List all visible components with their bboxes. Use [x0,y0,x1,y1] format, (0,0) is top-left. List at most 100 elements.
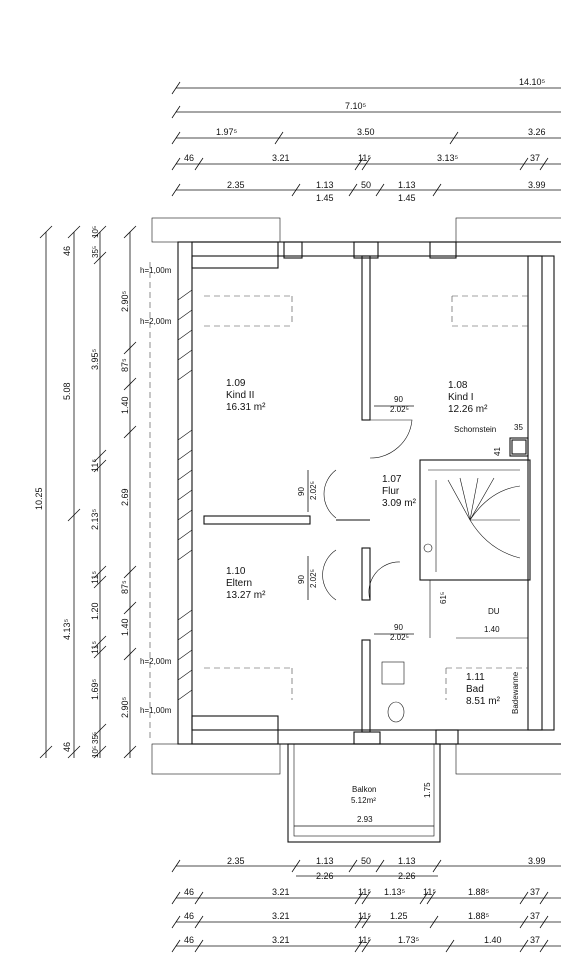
height-labels: h=1,00m h=2,00m h=2,00m h=1,00m [140,262,172,740]
dim-bot-r4-a: 46 [184,911,194,921]
dim-bot-r5-e: 1.40 [484,935,502,945]
dim-left-bot-small-a: 10⁵ [91,746,100,758]
dim-top-r4-b: 3.21 [272,153,290,163]
dim-left-mid-a: 5.08 [62,382,72,400]
dim-left-in-g: 1.69⁵ [90,678,100,700]
door2-width: 90 [297,487,306,496]
dim-left-top-small-a: 35⁵ [91,246,100,258]
dim-bot-r1-d: 1.13 [398,856,416,866]
door4-height: 2.02⁵ [390,633,409,642]
dim-win-f: 1.40 [120,618,130,636]
room-area: 16.31 m² [226,402,266,413]
building [151,217,561,775]
dim-bot-r1-e: 3.99 [528,856,546,866]
dim-bot-r4-e: 1.88⁵ [468,911,490,921]
shower-dim: 61⁵ [439,592,448,604]
dim-top-r4-c: 11⁵ [358,153,371,163]
dim-left-in-f: 11⁵ [90,641,100,654]
room-area: 8.51 m² [466,696,501,707]
dim-bot-r4-f: 37 [530,911,540,921]
dim-bot-r5-a: 46 [184,935,194,945]
height-label-3: h=2,00m [140,657,172,666]
dim-bot-r2-a: 2.26 [316,871,334,881]
dim-bot-r4-c: 11⁵ [358,911,371,921]
dim-left-46-bot: 46 [62,742,72,752]
dim-bot-r3-e: 11⁵ [423,887,436,897]
dim-win-g: 2.90⁵ [120,696,130,718]
door-dimensions: 90 2.02⁵ 90 2.02⁵ 90 2.02⁵ 90 2.02⁵ [297,395,414,642]
height-label-1: h=1,00m [140,266,172,275]
dim-top-r5-d: 1.13 [398,180,416,190]
dim-top-r5-a: 2.35 [227,180,245,190]
height-label-2: h=2,00m [140,317,172,326]
room-1-08: 1.08 Kind I 12.26 m² [448,380,488,415]
room-number: 1.07 [382,474,402,485]
dim-top-total: 14.10⁵ [519,77,546,87]
door3-height: 2.02⁵ [309,569,318,588]
dim-bot-r2-b: 2.26 [398,871,416,881]
dim-bot-r4-b: 3.21 [272,911,290,921]
dim-top-r4-a: 46 [184,153,194,163]
height-label-4: h=1,00m [140,706,172,715]
shower-label: DU [488,607,500,616]
room-name: Eltern [226,578,252,589]
room-area: 3.09 m² [382,498,417,509]
dim-bot-r5-c: 11⁵ [358,935,371,945]
top-dimensions: 14.10⁵ 7.10⁵ 1.97⁵ 3.50 3.26 46 3.21 11⁵… [171,77,561,203]
dim-bot-r1-b: 1.13 [316,856,334,866]
door3-width: 90 [297,575,306,584]
dim-bot-r3-g: 37 [530,887,540,897]
room-name: Kind II [226,390,254,401]
dim-top-r5-sub1: 1.45 [316,193,334,203]
dim-bot-r3-a: 46 [184,887,194,897]
room-1-10: 1.10 Eltern 13.27 m² [226,566,266,601]
dim-bot-r1-a: 2.35 [227,856,245,866]
dim-bot-r5-d: 1.73⁵ [398,935,420,945]
chimney-label: Schornstein [454,425,496,434]
dim-bot-r4-d: 1.25 [390,911,408,921]
left-dimensions: 10.25 5.08 4.13⁵ 46 46 3.95⁵ 11⁵ 2.13⁵ 1… [34,225,137,759]
room-number: 1.11 [466,672,485,683]
balcony-area: 5.12m² [351,796,376,805]
balcony-label: Balkon [352,785,376,794]
bottom-dimensions: 2.35 1.13 50 1.13 3.99 2.26 2.26 46 3.21… [171,856,561,953]
bathtub-label: Badewanne [511,671,520,714]
door1-width: 90 [394,395,403,404]
dim-left-mid-b: 4.13⁵ [62,618,72,640]
dim-left-bot-small-b: 35⁵ [91,732,100,744]
room-1-09: 1.09 Kind II 16.31 m² [226,378,266,413]
dim-win-d: 2.69 [120,488,130,506]
door4-width: 90 [394,623,403,632]
chimney-dim: 35 [514,423,523,432]
dim-left-in-d: 11⁵ [90,571,100,584]
balcony-width: 2.93 [357,815,373,824]
dim-top-r4-d: 3.13⁵ [437,153,459,163]
room-name: Kind I [448,392,474,403]
dim-bot-r3-f: 1.88⁵ [468,887,490,897]
room-area: 13.27 m² [226,590,266,601]
room-1-11: 1.11 Bad 8.51 m² [466,672,501,707]
dim-top-r5-e: 3.99 [528,180,546,190]
chimney-dim-2: 41 [493,447,502,456]
balcony-depth: 1.75 [423,782,432,798]
dim-left-top-small-b: 10⁵ [91,226,100,238]
dim-top-half: 7.10⁵ [345,101,367,111]
dim-win-a: 2.90⁵ [120,290,130,312]
dim-left-46-top: 46 [62,246,72,256]
dim-bot-r3-b: 3.21 [272,887,290,897]
dim-top-r3-c: 3.26 [528,127,546,137]
dim-bot-r3-d: 1.13⁵ [384,887,406,897]
room-number: 1.08 [448,380,468,391]
dim-top-r5-b: 1.13 [316,180,334,190]
dim-win-b: 87⁵ [120,358,130,372]
dim-top-r5-c: 50 [361,180,371,190]
dim-top-r3-a: 1.97⁵ [216,127,238,137]
room-number: 1.10 [226,566,246,577]
dim-bot-r3-c: 11⁵ [358,887,371,897]
dim-left-in-c: 2.13⁵ [90,508,100,530]
room-name: Flur [382,486,400,497]
dim-win-e: 87⁵ [120,580,130,594]
dim-left-in-e: 1.20 [90,602,100,620]
shower-width: 1.40 [484,625,500,634]
